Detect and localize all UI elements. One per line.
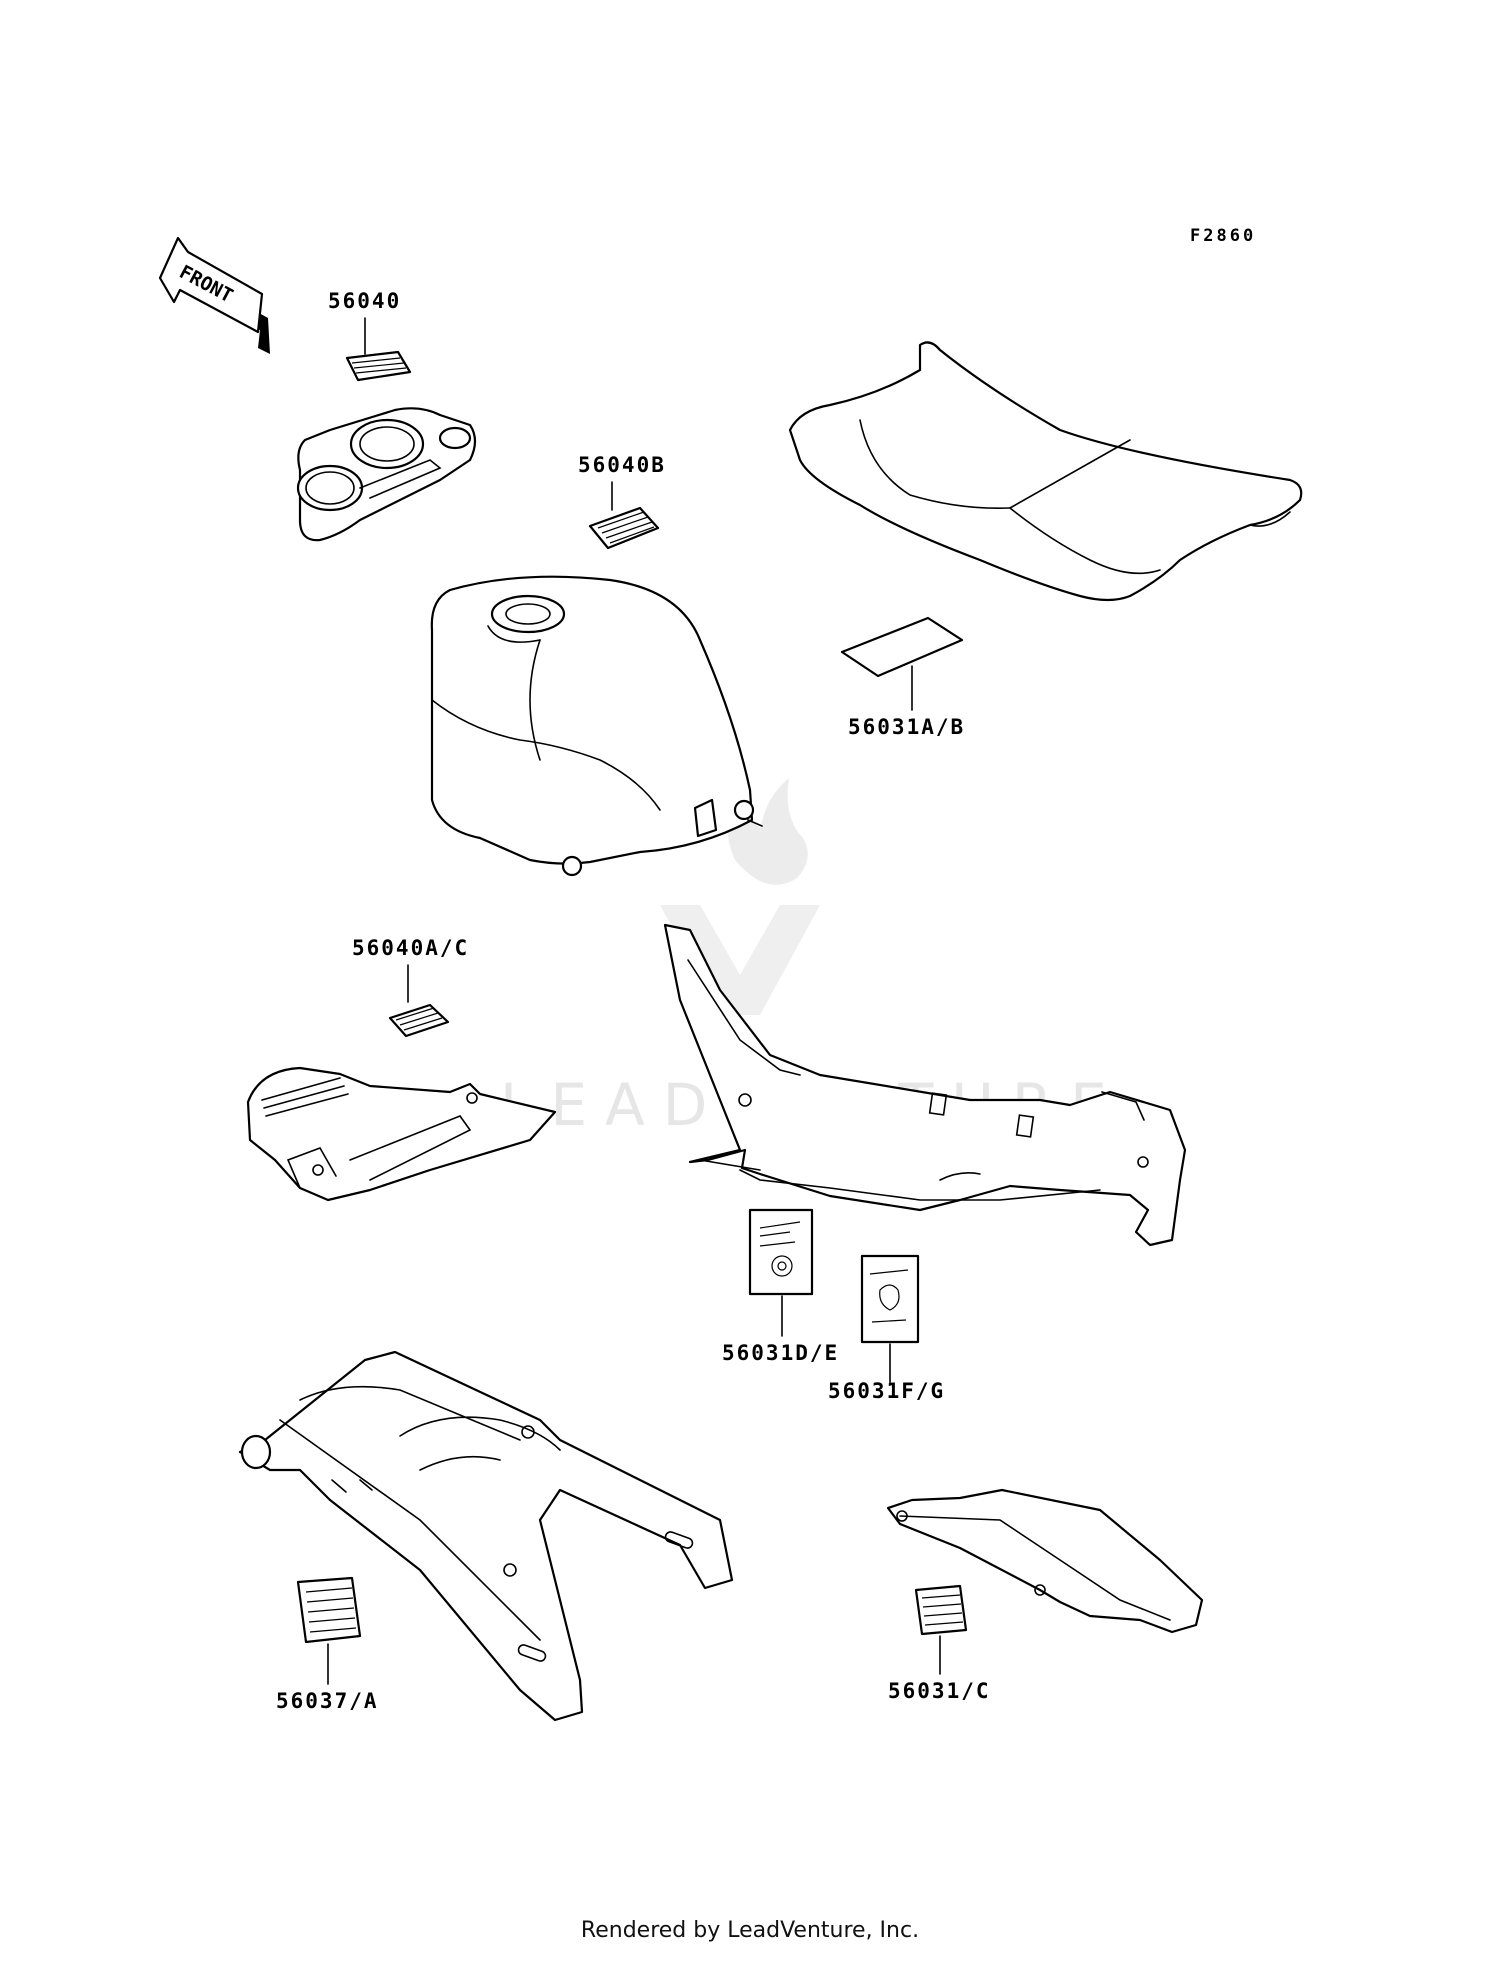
- part-56040AC-group: 56040A/C: [246, 936, 557, 1202]
- label-56031C: [914, 1584, 968, 1636]
- swing-arm: [238, 1350, 734, 1722]
- callout-56031C[interactable]: 56031/C: [888, 1679, 991, 1703]
- part-56031FG-group: 56031F/G: [828, 1254, 945, 1403]
- label-56031FG: [860, 1254, 920, 1344]
- part-56040-group: 56040: [296, 289, 477, 542]
- part-56040B-group: 56040B: [578, 453, 666, 550]
- label-56040B: [588, 506, 660, 550]
- diagram-ref-code: F2860: [1190, 226, 1256, 246]
- side-fairing: [663, 923, 1187, 1247]
- callout-56031DE[interactable]: 56031D/E: [722, 1341, 839, 1365]
- part-56031AB-group: 56031A/B: [840, 616, 965, 739]
- part-56031DE-group: 56031D/E: [722, 1208, 839, 1365]
- label-56040AC: [388, 1003, 450, 1038]
- front-arrow: FRONT: [158, 236, 270, 354]
- footer-credit: Rendered by LeadVenture, Inc.: [580, 1918, 920, 1943]
- seat: [788, 341, 1303, 602]
- fuel-tank: [430, 575, 763, 877]
- part-56031C-group: 56031/C: [888, 1584, 991, 1703]
- callout-56040[interactable]: 56040: [328, 289, 401, 313]
- label-56031DE: [748, 1208, 814, 1296]
- chain-cover: [886, 1488, 1204, 1634]
- label-56031AB: [840, 616, 964, 678]
- callout-56037A[interactable]: 56037/A: [276, 1689, 379, 1713]
- callout-56040AC[interactable]: 56040A/C: [352, 936, 469, 960]
- callout-56031AB[interactable]: 56031A/B: [848, 715, 965, 739]
- callout-56031FG[interactable]: 56031F/G: [828, 1379, 945, 1403]
- part-56037A-group: 56037/A: [276, 1576, 379, 1713]
- callout-56040B[interactable]: 56040B: [578, 453, 666, 477]
